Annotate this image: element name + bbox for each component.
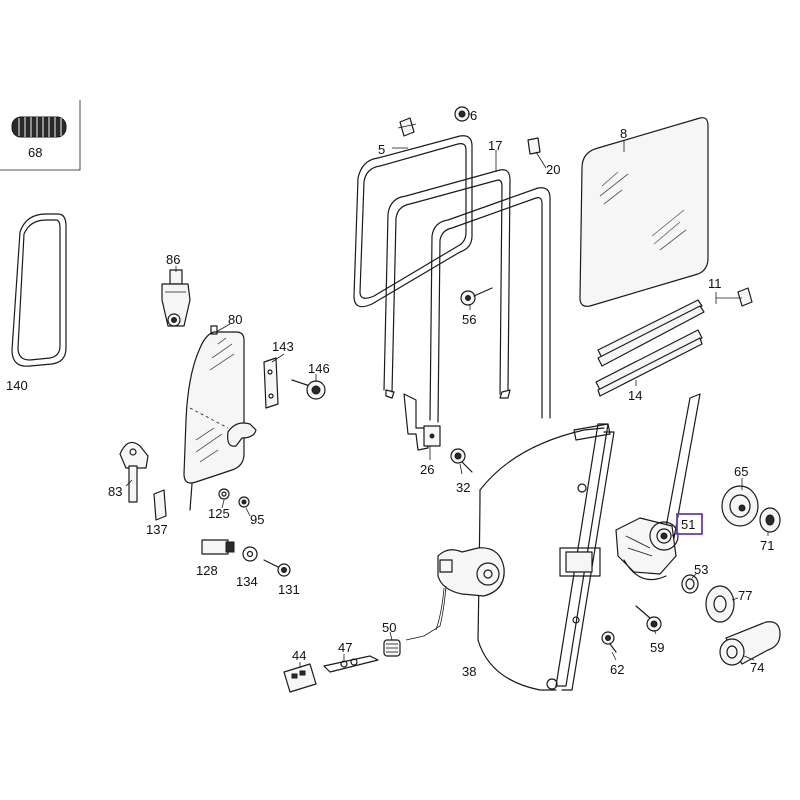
part-8-door-glass [579, 117, 709, 307]
part-38-motor [437, 547, 505, 597]
part-26-bracket [403, 393, 441, 451]
callout-6[interactable]: 6 [470, 108, 477, 123]
callout-59[interactable]: 59 [650, 640, 664, 655]
callout-86[interactable]: 86 [166, 252, 180, 267]
callout-51[interactable]: 51 [681, 517, 695, 532]
callout-labels: 68 140 86 80 143 146 83 137 125 95 128 1… [6, 108, 774, 679]
part-20-rail-seal [429, 187, 551, 423]
part-20-clip [527, 137, 541, 155]
part-140-corner-seal [11, 213, 67, 367]
part-62-screw [601, 631, 617, 653]
highlight-box-51[interactable] [676, 513, 703, 535]
part-131-screw [263, 559, 291, 577]
callout-53[interactable]: 53 [694, 562, 708, 577]
callout-128[interactable]: 128 [196, 563, 218, 578]
part-44-50-harness [405, 585, 447, 641]
part-38-regulator [477, 423, 615, 691]
callout-20[interactable]: 20 [546, 162, 560, 177]
callout-74[interactable]: 74 [750, 660, 764, 675]
part-65-disc [721, 485, 759, 527]
callout-62[interactable]: 62 [610, 662, 624, 677]
part-14-waist-seal-lower [595, 329, 703, 397]
callout-5[interactable]: 5 [378, 142, 385, 157]
part-83-bracket [119, 441, 149, 503]
part-14-waist-seal-upper [597, 299, 705, 367]
callout-47[interactable]: 47 [338, 640, 352, 655]
part-11-clip [737, 287, 753, 307]
callout-140[interactable]: 140 [6, 378, 28, 393]
part-32-screw [450, 448, 473, 473]
part-134-washer [242, 546, 258, 562]
callout-83[interactable]: 83 [108, 484, 122, 499]
part-17-guide-rail [383, 169, 511, 399]
callout-26[interactable]: 26 [420, 462, 434, 477]
part-77-gasket [705, 585, 735, 623]
part-137-small-plate [153, 489, 167, 521]
callout-80[interactable]: 80 [228, 312, 242, 327]
callout-17[interactable]: 17 [488, 138, 502, 153]
callout-32[interactable]: 32 [456, 480, 470, 495]
part-50-connector [383, 639, 401, 657]
callout-68[interactable]: 68 [28, 145, 42, 160]
callout-146[interactable]: 146 [308, 361, 330, 376]
part-146-screw [291, 379, 326, 400]
part-53-ring [681, 574, 699, 594]
part-128-plug [201, 539, 235, 555]
part-80-vent-glass [183, 325, 257, 511]
callout-143[interactable]: 143 [272, 339, 294, 354]
callout-44[interactable]: 44 [292, 648, 306, 663]
callout-137[interactable]: 137 [146, 522, 168, 537]
callout-125[interactable]: 125 [208, 506, 230, 521]
callout-77[interactable]: 77 [738, 588, 752, 603]
part-47-terminal [323, 655, 379, 673]
part-6-clip [454, 106, 470, 122]
callout-14[interactable]: 14 [628, 388, 642, 403]
part-143-plate [263, 357, 279, 409]
part-44-housing [283, 663, 317, 693]
part-51-lift-arm [615, 393, 701, 581]
part-74-handle [719, 621, 781, 666]
part-86-hinge [161, 269, 191, 327]
callout-8[interactable]: 8 [620, 126, 627, 141]
callout-95[interactable]: 95 [250, 512, 264, 527]
callout-50[interactable]: 50 [382, 620, 396, 635]
part-71-bushing [759, 507, 781, 533]
callout-71[interactable]: 71 [760, 538, 774, 553]
part-56-screw [460, 287, 493, 306]
callout-134[interactable]: 134 [236, 574, 258, 589]
part-5-window-seal [353, 135, 473, 308]
callout-65[interactable]: 65 [734, 464, 748, 479]
part-125-washer [218, 488, 230, 500]
part-68-bellows [0, 100, 81, 171]
callout-38[interactable]: 38 [462, 664, 476, 679]
part-95-nut [238, 496, 250, 508]
callout-56[interactable]: 56 [462, 312, 476, 327]
part-59-screw [635, 605, 662, 632]
callout-11[interactable]: 11 [708, 276, 722, 291]
callout-131[interactable]: 131 [278, 582, 300, 597]
part-5-clip [397, 117, 417, 137]
